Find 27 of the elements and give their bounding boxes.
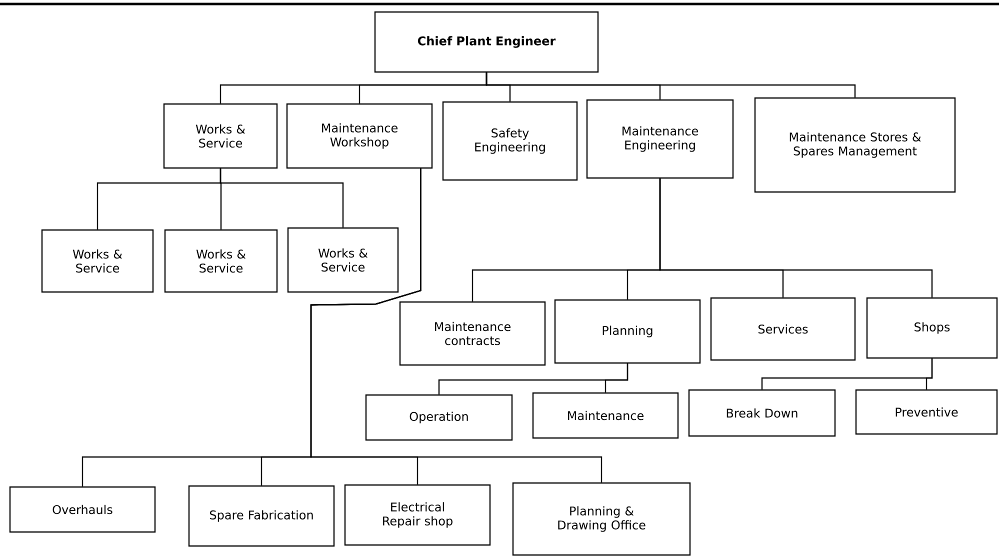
org-box: Electrical Repair shop — [344, 484, 491, 546]
org-box: Maintenance Workshop — [286, 103, 433, 169]
org-box: Operation — [365, 394, 513, 441]
connector-line — [486, 72, 856, 98]
org-box: Planning & Drawing Office — [512, 482, 691, 556]
org-box: Preventive — [855, 389, 998, 435]
connector-line — [926, 358, 933, 390]
connector-line — [310, 168, 602, 482]
org-box: Spare Fabrication — [188, 485, 335, 547]
org-box: Chief Plant Engineer — [374, 11, 599, 73]
org-box: Maintenance Stores & Spares Management — [754, 97, 956, 193]
org-box: Maintenance Engineering — [586, 99, 734, 179]
org-box: Works & Service — [41, 229, 154, 293]
org-box: Break Down — [688, 389, 836, 437]
org-box: Maintenance — [532, 392, 679, 439]
org-box: Overhauls — [9, 486, 156, 533]
org-box: Planning — [554, 299, 701, 364]
connector-line — [659, 178, 933, 298]
org-box: Shops — [866, 297, 998, 359]
org-box: Services — [710, 297, 856, 361]
org-box: Works & Service — [164, 229, 278, 293]
connector-line — [220, 168, 344, 228]
org-box: Works & Service — [287, 227, 399, 293]
org-box: Safety Engineering — [442, 101, 578, 181]
org-box: Works & Service — [163, 103, 278, 169]
org-box: Maintenance contracts — [399, 301, 546, 366]
connector-line — [604, 364, 628, 392]
